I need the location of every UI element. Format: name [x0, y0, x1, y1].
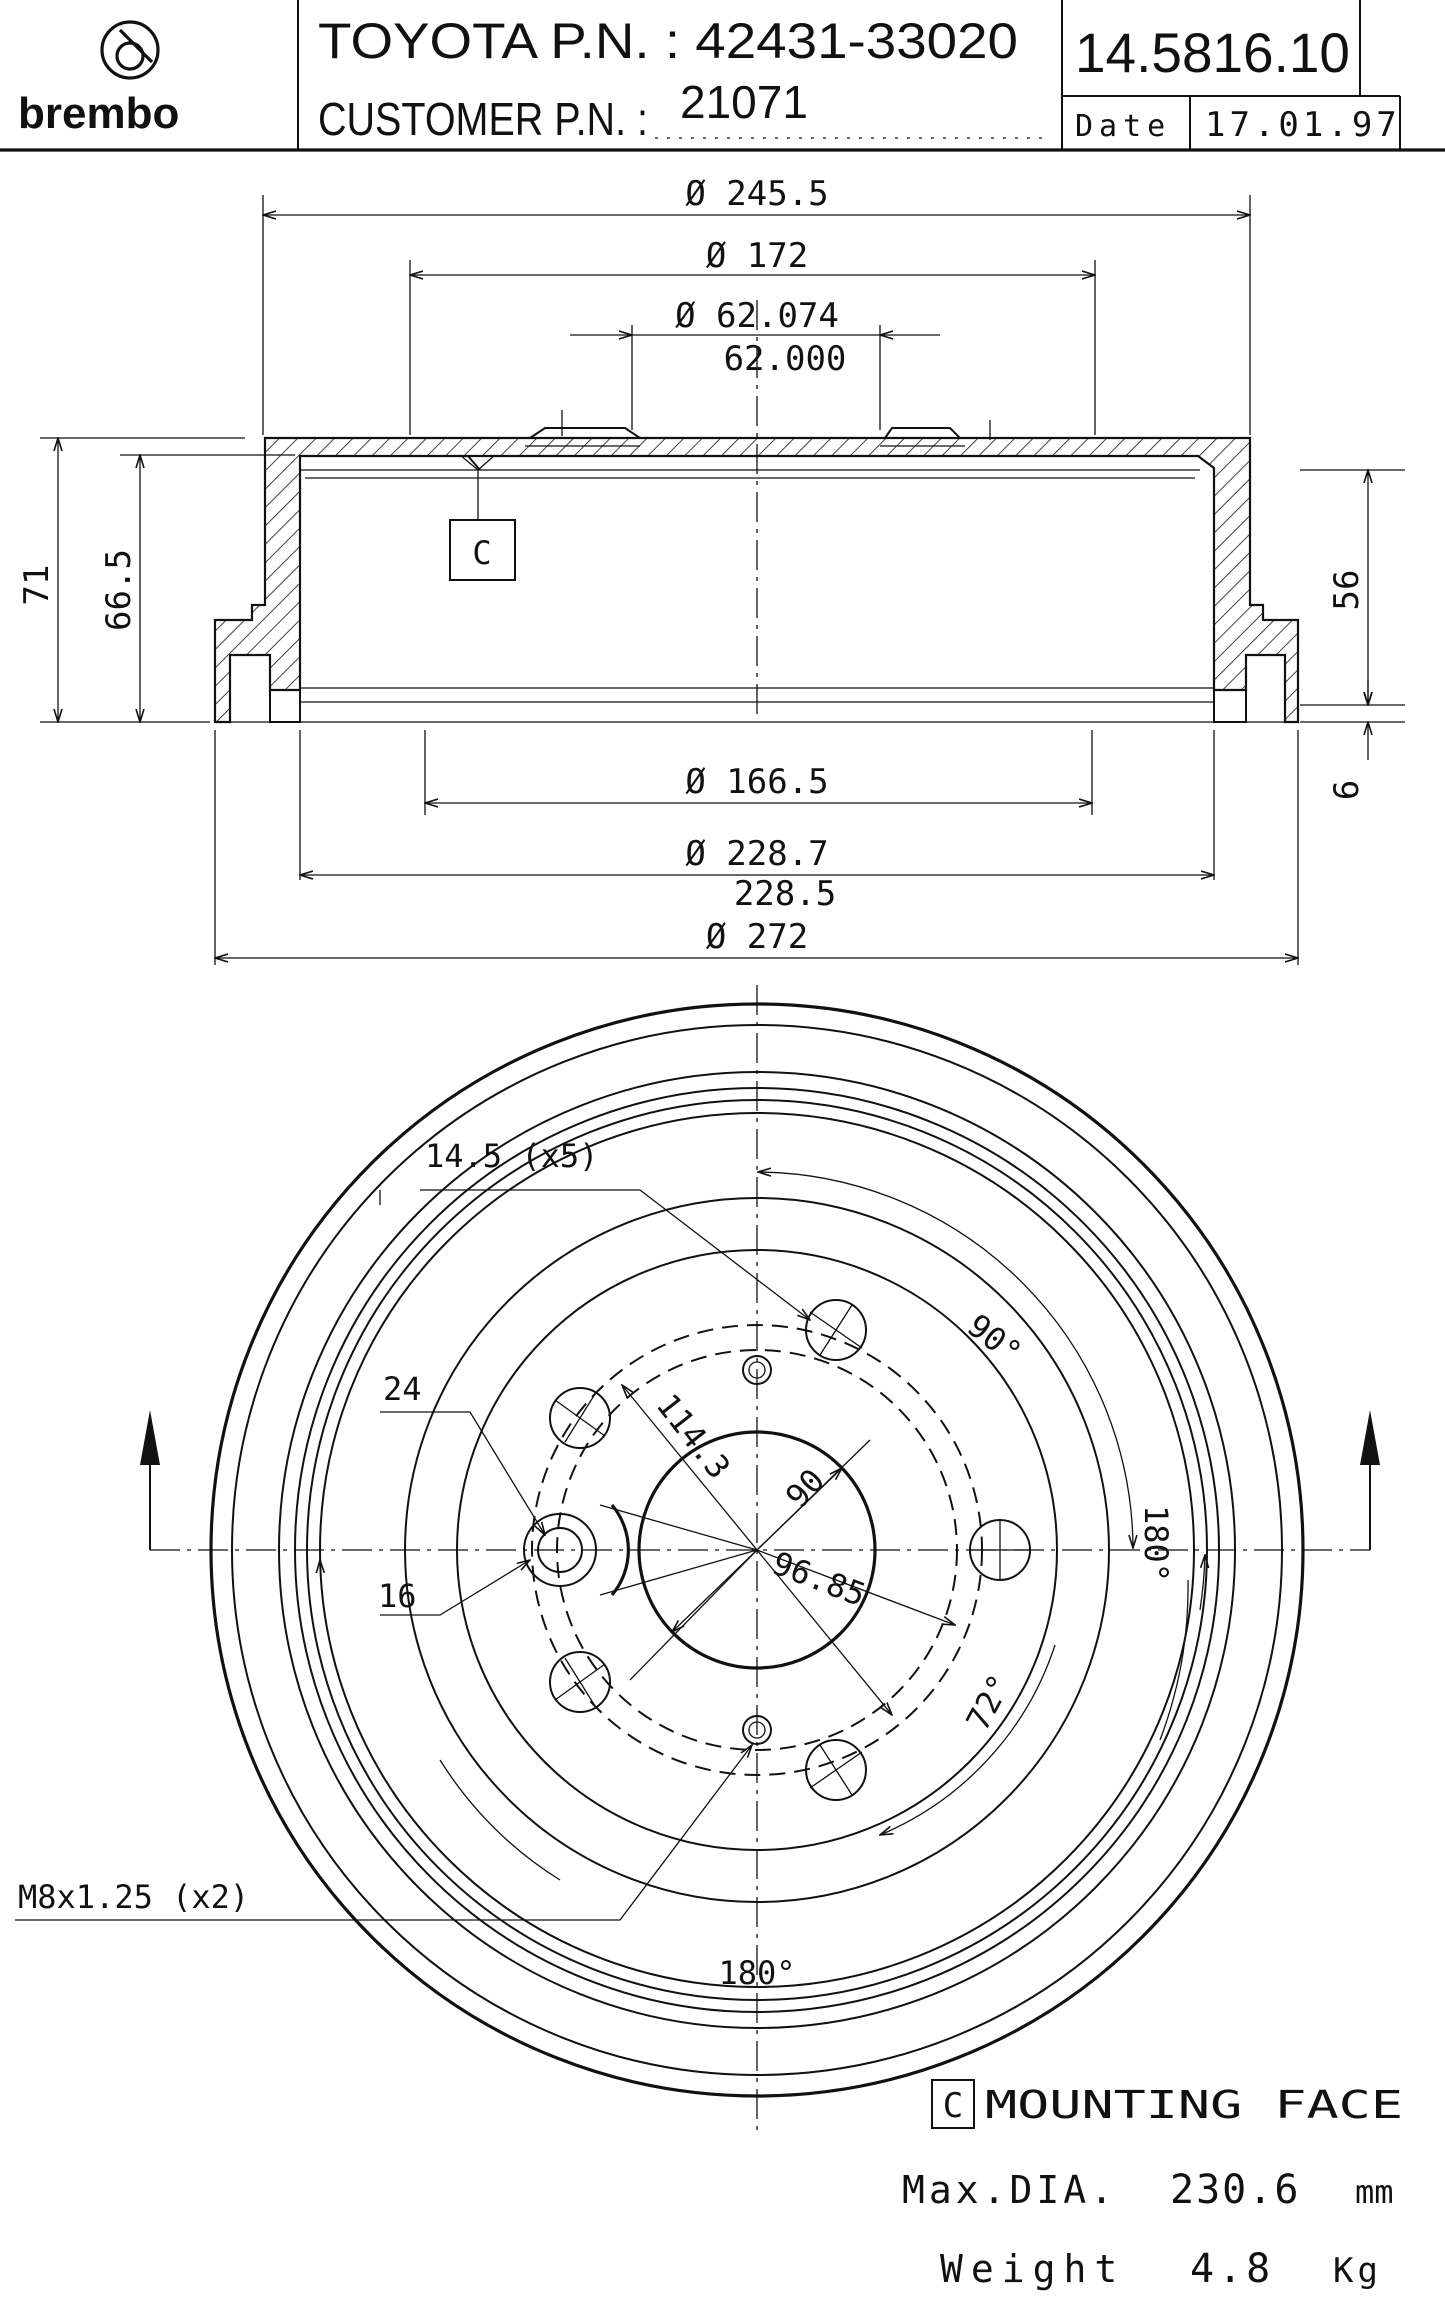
stud-hole-left-top	[549, 1387, 611, 1449]
mounting-face-label: MOUNTING FACE	[985, 2083, 1403, 2127]
stud-hole-bottom-right	[805, 1739, 867, 1801]
angle-bottom: 180°	[718, 1954, 795, 1992]
stud-hole-top-right	[805, 1299, 867, 1361]
pilot-dim: 90	[778, 1461, 832, 1515]
stud-hole-spec: 14.5 (x5)	[425, 1137, 598, 1175]
date-value: 17.01.97	[1205, 105, 1401, 145]
section-view: C Ø 245.5 Ø 172 Ø 62.074 62.000 Ø 166.5 …	[17, 174, 1405, 965]
datum-c-box	[449, 519, 516, 581]
max-dia-label: Max.DIA.	[902, 2168, 1117, 2212]
brembo-part-code: 14.5816.10	[1075, 21, 1350, 84]
oem-part-number: TOYOTA P.N. : 42431-33020	[318, 13, 1018, 69]
dim-height-right: 56	[1327, 570, 1367, 611]
dim-height-inner: 66.5	[99, 549, 139, 631]
seat-outer-dia: 24	[383, 1370, 422, 1408]
mounting-face-datum: C	[943, 2086, 963, 2126]
drum-section-hatch	[213, 436, 1300, 724]
weight-unit: Kg	[1333, 2251, 1382, 2291]
dim-brake-min: 228.5	[734, 874, 836, 914]
brand-wordmark: brembo	[18, 89, 179, 138]
face-view: 14.5 (x5) 90° 24 16 114.3 90 96.85 72° 1…	[15, 985, 1380, 2130]
angle-top: 90°	[960, 1306, 1029, 1372]
dim-outer-top: Ø 245.5	[685, 174, 828, 214]
weight-label: Weight	[940, 2247, 1125, 2291]
seat-inner-dia: 16	[378, 1577, 417, 1615]
dim-bore-max: Ø 62.074	[675, 296, 839, 336]
dim-brake-max: Ø 228.7	[685, 834, 828, 874]
dim-flange: 6	[1327, 780, 1367, 800]
angle-right: 180°	[1137, 1505, 1175, 1582]
datum-c-label: C	[472, 534, 491, 572]
weight-value: 4.8	[1190, 2246, 1274, 2292]
angle-stud: 72°	[959, 1668, 1020, 1737]
radius-dim: 96.85	[767, 1544, 871, 1614]
stud-hole-left-bottom	[549, 1651, 611, 1713]
dim-inner-low: Ø 166.5	[685, 762, 828, 802]
mounting-face-datum-box	[931, 2079, 975, 2129]
dim-height-total: 71	[17, 565, 57, 606]
stud-hole-right	[969, 1519, 1031, 1581]
dim-bore-min: 62.000	[724, 339, 847, 379]
date-label: Date	[1075, 109, 1171, 144]
customer-part-number: 21071	[680, 76, 808, 128]
dim-mid-top: Ø 172	[706, 236, 808, 276]
dim-overall: Ø 272	[706, 917, 808, 957]
notes: C MOUNTING FACE Max.DIA. 230.6 mm Weight…	[902, 2079, 1403, 2292]
section-arrow-right	[1360, 1410, 1380, 1550]
section-arrow-left	[140, 1410, 160, 1550]
max-dia-value: 230.6	[1170, 2167, 1300, 2213]
title-block: brembo TOYOTA P.N. : 42431-33020 CUSTOME…	[0, 0, 1445, 152]
brembo-logo: brembo	[18, 20, 179, 138]
thread-spec: M8x1.25 (x2)	[18, 1878, 249, 1916]
max-dia-unit: mm	[1355, 2173, 1394, 2211]
customer-part-label: CUSTOMER P.N. :	[318, 93, 648, 145]
